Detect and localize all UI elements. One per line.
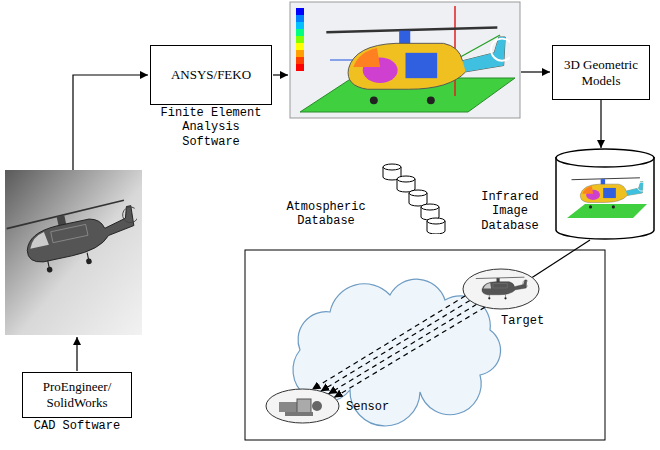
helicopter-icon bbox=[476, 277, 529, 299]
sensor-ellipse: Sensor bbox=[265, 388, 340, 424]
flow-arrow bbox=[273, 74, 288, 75]
sensor-outline bbox=[266, 389, 339, 423]
rect-shape bbox=[296, 8, 304, 15]
helicopter-model bbox=[572, 178, 647, 209]
rect-shape bbox=[296, 29, 304, 36]
cylinder-top bbox=[397, 176, 415, 182]
sensor-lens bbox=[312, 401, 322, 411]
cad-photo bbox=[5, 170, 146, 335]
process-box: ProEngineer/ SolidWorksCAD Software bbox=[22, 372, 132, 418]
caption-label: Target bbox=[501, 314, 561, 328]
caption-label: CAD Software bbox=[34, 419, 120, 433]
flow-arrow bbox=[73, 75, 148, 170]
rect-shape bbox=[296, 15, 304, 22]
connector-line bbox=[334, 307, 485, 397]
sensor-ellipse-drawing bbox=[266, 389, 339, 423]
caption-label: Finite Element Analysis Software bbox=[151, 106, 271, 149]
sensor-body bbox=[297, 399, 311, 414]
target-outline bbox=[463, 269, 539, 309]
rect-shape bbox=[296, 57, 304, 64]
cylinder-top bbox=[409, 190, 427, 196]
database-stack: Atmospheric Database bbox=[380, 158, 450, 234]
connector-line bbox=[600, 100, 601, 148]
cylinder-top bbox=[421, 204, 439, 210]
caption-label: Atmospheric Database bbox=[280, 200, 372, 229]
target-ellipse-drawing bbox=[463, 269, 539, 309]
connector-line bbox=[328, 304, 476, 394]
box-label: ProEngineer/ SolidWorks bbox=[28, 379, 126, 410]
rect-shape bbox=[296, 50, 304, 57]
database-cylinder-shape bbox=[555, 148, 655, 240]
scene-panel bbox=[245, 250, 605, 440]
connector-line bbox=[532, 240, 590, 278]
cylinder-top bbox=[556, 149, 654, 167]
database-stack-shape bbox=[380, 158, 450, 234]
cylinder-top bbox=[427, 218, 445, 224]
helicopter-model bbox=[326, 28, 513, 105]
flow-arrow bbox=[76, 337, 77, 371]
sensor-base bbox=[285, 412, 313, 416]
cylinder-top bbox=[383, 164, 401, 170]
helicopter-wireframe bbox=[6, 198, 146, 279]
connector-line bbox=[312, 296, 465, 390]
database-stack-drawing bbox=[383, 164, 445, 234]
flow-arrow bbox=[521, 71, 550, 72]
connector-line bbox=[321, 300, 470, 391]
color-scale bbox=[296, 8, 304, 71]
box-label: 3D Geometric Models bbox=[558, 57, 644, 88]
process-box: ANSYS/FEKOFinite Element Analysis Softwa… bbox=[150, 45, 272, 105]
database-cylinder: Infrared Image Database bbox=[555, 148, 655, 240]
cylinder-body bbox=[556, 157, 654, 239]
database-cylinder-drawing bbox=[556, 149, 654, 239]
rect-shape bbox=[296, 43, 304, 50]
rect-shape bbox=[296, 22, 304, 29]
sensor-ellipse-shape bbox=[265, 388, 340, 424]
process-box: 3D Geometric Models bbox=[552, 45, 650, 100]
rect-shape bbox=[296, 64, 304, 71]
box-label: ANSYS/FEKO bbox=[156, 67, 266, 83]
fea-screenshot bbox=[290, 2, 520, 118]
ground-plane bbox=[567, 204, 647, 218]
rect-shape bbox=[296, 36, 304, 43]
target-ellipse-shape bbox=[462, 268, 540, 310]
caption-label: Sensor bbox=[346, 400, 406, 414]
caption-label: Infrared Image Database bbox=[470, 190, 550, 233]
sensor-body bbox=[279, 402, 297, 412]
target-ellipse: Target bbox=[462, 268, 540, 310]
screen-ground bbox=[290, 2, 520, 118]
